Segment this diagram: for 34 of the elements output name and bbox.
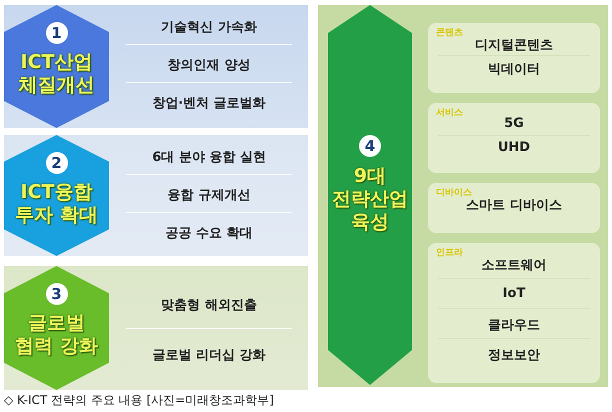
category-label: 콘텐츠 (436, 27, 463, 39)
item-text: 융합 규제개선 (168, 187, 250, 204)
item-text: 공공 수요 확대 (165, 225, 253, 242)
category-label: 디바이스 (436, 187, 472, 199)
category-card (428, 183, 600, 233)
item-text: 기술혁신 가속화 (161, 19, 257, 36)
item-text: 소프트웨어 (482, 257, 546, 274)
item-text: 빅데이터 (488, 61, 540, 78)
category-card (428, 103, 600, 173)
category-card (428, 243, 600, 383)
strategy-band (4, 5, 308, 128)
item-text: 6대 분야 융합 실현 (152, 149, 266, 166)
item-text: 창업·벤처 글로벌화 (152, 95, 266, 112)
strategy-band (4, 135, 308, 256)
category-label: 인프라 (436, 247, 463, 259)
item-text: 디지털콘텐츠 (475, 37, 553, 54)
item-text: 5G (504, 116, 524, 131)
item-text: IoT (502, 286, 526, 301)
hexagon-label: 글로벌 협력 강화 (14, 312, 99, 358)
arrow-label: 9대 전략산업 육성 (331, 165, 409, 234)
category-label: 서비스 (436, 107, 463, 119)
category-card (428, 23, 600, 93)
item-text: 글로벌 리더십 강화 (152, 347, 266, 364)
item-text: 맞춤형 해외진출 (161, 297, 257, 314)
caption: ◇ K-ICT 전략의 주요 내용 [사진=미래창조과학부] (4, 392, 274, 409)
item-text: 창의인재 양성 (168, 57, 250, 74)
item-text: 클라우드 (488, 317, 540, 334)
item-text: UHD (498, 140, 530, 155)
strategy-band (4, 266, 308, 390)
item-text: 정보보안 (488, 347, 540, 364)
hexagon-label: ICT산업 체질개선 (18, 51, 96, 97)
hexagon-label: ICT융합 투자 확대 (14, 181, 99, 227)
item-text: 스마트 디바이스 (466, 197, 562, 214)
panel-background (318, 5, 608, 387)
